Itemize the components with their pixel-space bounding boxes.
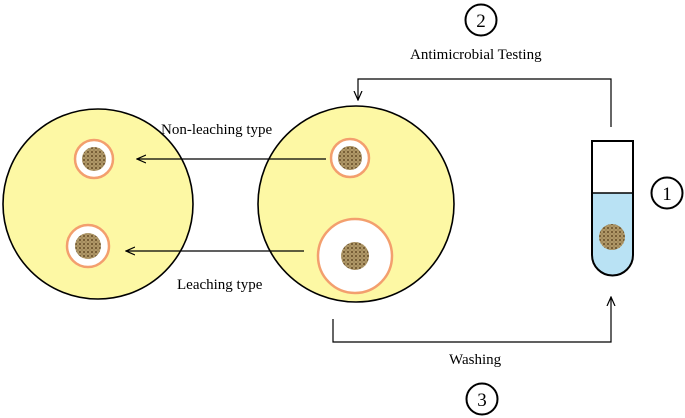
step-badge-1: 1 xyxy=(650,176,684,210)
fabric-sample-icon xyxy=(82,147,106,171)
step-3-label: Washing xyxy=(449,352,502,368)
non-leaching-label: Non-leaching type xyxy=(161,122,273,138)
test-sample-non-leaching xyxy=(329,137,371,179)
arrow-testing xyxy=(358,78,612,127)
step-2-number: 2 xyxy=(476,11,486,32)
leaching-label: Leaching type xyxy=(177,277,263,293)
fabric-sample-icon xyxy=(338,146,362,170)
arrow-washing xyxy=(332,297,611,343)
tube-outline xyxy=(591,140,634,277)
step-2-label: Antimicrobial Testing xyxy=(410,47,542,63)
test-tube xyxy=(591,140,634,277)
test-dish xyxy=(257,105,455,303)
step-badge-2: 2 xyxy=(464,3,498,37)
result-sample-leaching xyxy=(65,223,111,269)
result-sample-non-leaching xyxy=(73,138,115,180)
fabric-sample-icon xyxy=(75,233,101,259)
fabric-sample-icon xyxy=(599,224,625,250)
step-1-number: 1 xyxy=(662,184,672,205)
test-dish-plate xyxy=(257,105,455,303)
test-sample-leaching xyxy=(316,217,394,295)
step-badge-3: 3 xyxy=(465,382,499,416)
fabric-sample-icon xyxy=(341,242,369,270)
step-3-number: 3 xyxy=(477,390,487,411)
